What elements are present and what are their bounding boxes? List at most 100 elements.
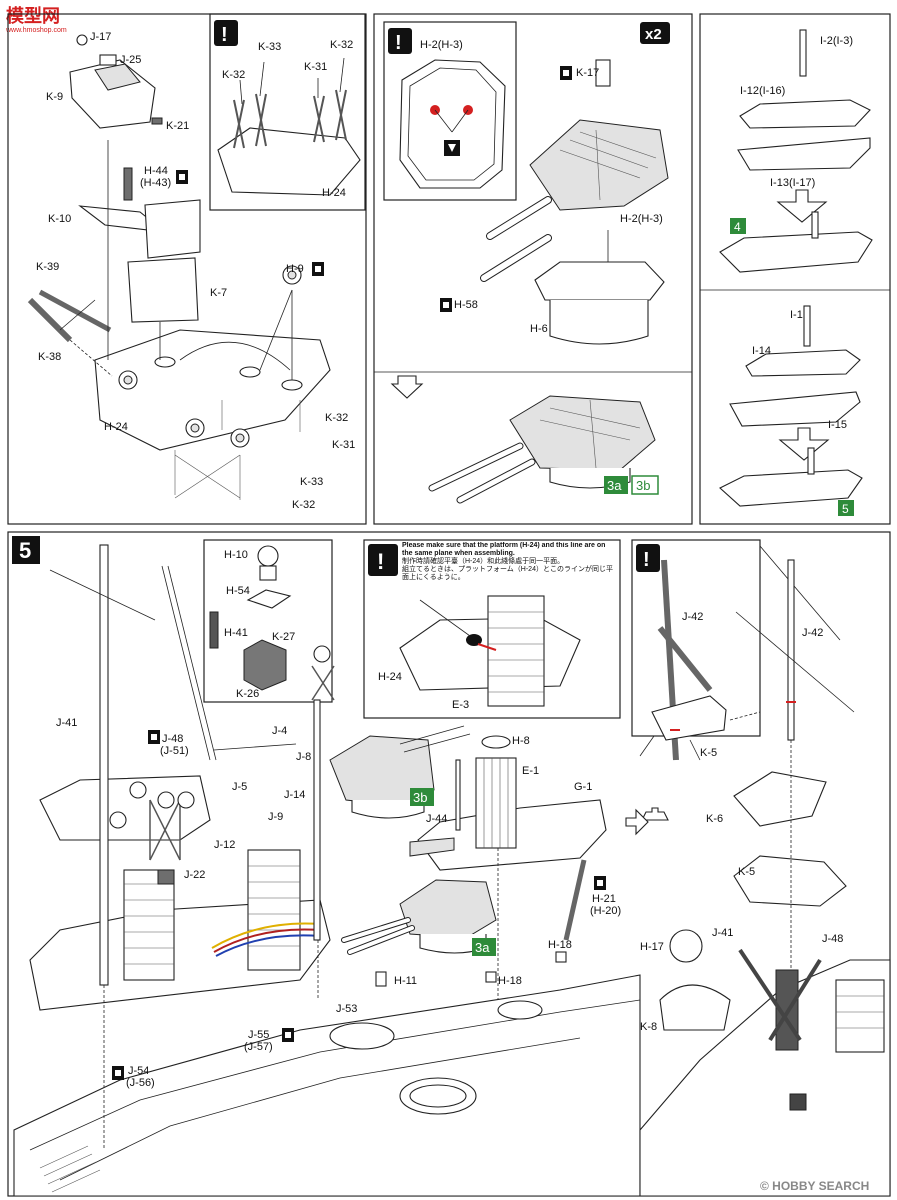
label-j4: J-4	[272, 725, 287, 737]
svg-text:3b: 3b	[413, 790, 427, 805]
label-i13: I-13(I-17)	[770, 177, 815, 189]
label-j8: J-8	[296, 751, 311, 763]
warning-note-ja: 組立てるときは、プラットフォーム（H-24）とこのラインが同じ平面上にくるように…	[402, 566, 613, 581]
watermark: © HOBBY SEARCH	[760, 1179, 869, 1193]
label-h11: H-11	[394, 975, 417, 987]
panel-bridge	[7, 13, 367, 525]
warning-note: Please make sure that the platform (H-24…	[402, 542, 613, 581]
label-h54: H-54	[226, 585, 250, 597]
label-g1: G-1	[574, 781, 592, 793]
glue-icon	[112, 1066, 124, 1080]
glue-icon	[440, 298, 452, 312]
label-j48: J-48	[822, 933, 843, 945]
tower-detail-art	[217, 57, 361, 196]
platform-detail-art	[399, 595, 581, 707]
turret-art	[390, 59, 669, 504]
label-k6: K-6	[706, 813, 723, 825]
detail-box-turret-top	[383, 21, 517, 201]
step-number-box	[12, 536, 40, 564]
glue-icon	[282, 1028, 294, 1042]
label-h18: H-18	[548, 939, 572, 951]
label-h58: H-58	[454, 299, 478, 311]
warning-note-zh: 制作時請確認平臺（H-24）和此綫條處于同一平面。	[402, 558, 565, 565]
label-k21: K-21	[166, 120, 189, 132]
label-k5: K-5	[700, 747, 717, 759]
label-j51: (J-51)	[160, 745, 189, 757]
badge-step4: 4	[730, 218, 746, 234]
label-k17: K-17	[576, 67, 599, 79]
label-j41: J-41	[56, 717, 77, 729]
warning-icon: !	[368, 544, 398, 576]
label-i15: I-15	[828, 419, 847, 431]
label-j17: J-17	[90, 31, 111, 43]
label-h43: (H-43)	[140, 177, 171, 189]
label-h10: H-10	[224, 549, 248, 561]
boats-art	[719, 29, 873, 507]
label-h24: H-24	[378, 671, 402, 683]
label-h2: H-2(H-3)	[420, 39, 463, 51]
label-h6: H-6	[530, 323, 548, 335]
svg-text:3b: 3b	[636, 478, 650, 493]
label-h24: H-24	[104, 421, 128, 433]
badge-3a: 3a	[604, 476, 628, 494]
detail-box-towers	[209, 13, 366, 211]
badge-3a-step5: 3a	[472, 938, 496, 956]
label-k27: K-27	[272, 631, 295, 643]
label-h24: H-24	[322, 187, 346, 199]
panel-boats	[699, 13, 891, 525]
quantity-badge: x2	[645, 26, 662, 43]
glue-icon	[594, 876, 606, 890]
quantity-badge-box	[640, 22, 670, 44]
svg-text:3a: 3a	[607, 478, 622, 493]
label-k10: K-10	[48, 213, 71, 225]
label-k32: K-32	[330, 39, 353, 51]
glue-icon	[148, 730, 160, 744]
label-k5: K-5	[738, 866, 755, 878]
svg-text:5: 5	[842, 502, 849, 516]
glue-icon	[312, 262, 324, 276]
warning-icon: !	[214, 20, 238, 46]
arrow-right-icon	[625, 808, 649, 836]
label-k9: K-9	[46, 91, 63, 103]
label-k39: K-39	[36, 261, 59, 273]
svg-text:4: 4	[734, 220, 741, 234]
logo-url: www.hmoshop.com	[5, 27, 67, 34]
glue-icon	[560, 66, 572, 80]
label-h44: H-44	[144, 165, 168, 177]
searchlight-detail-art	[209, 545, 335, 701]
label-i1: I-1	[790, 309, 803, 321]
label-i12: I-12(I-16)	[740, 85, 785, 97]
label-k26: K-26	[236, 688, 259, 700]
label-i14: I-14	[752, 345, 771, 357]
bridge-assembly-art	[27, 34, 331, 500]
label-k7: K-7	[210, 287, 227, 299]
svg-text:!: !	[221, 24, 228, 46]
badge-3b-step5: 3b	[410, 788, 434, 806]
label-e1: E-1	[522, 765, 539, 777]
svg-text:!: !	[643, 549, 650, 571]
label-j42: J-42	[682, 611, 703, 623]
label-h20: (H-20)	[590, 905, 621, 917]
label-h17: H-17	[640, 941, 664, 953]
label-j41: J-41	[712, 927, 733, 939]
svg-text:3a: 3a	[475, 940, 490, 955]
part-labels: J-17 J-25 K-9 K-21 H-44 (H-43) K-10 K-39…	[36, 31, 853, 1089]
label-j22: J-22	[184, 869, 205, 881]
step-number: 5	[19, 538, 31, 563]
label-h41: H-41	[224, 627, 248, 639]
svg-text:!: !	[377, 549, 384, 574]
warning-note-en: Please make sure that the platform (H-24…	[402, 542, 606, 557]
glue-icon	[176, 170, 188, 184]
label-k32: K-32	[222, 69, 245, 81]
label-j53: J-53	[336, 1003, 357, 1015]
svg-text:!: !	[395, 32, 402, 54]
badge-3b: 3b	[631, 475, 659, 495]
label-k31: K-31	[332, 439, 355, 451]
label-j25: J-25	[120, 54, 141, 66]
label-j42: J-42	[802, 627, 823, 639]
detail-box-mast	[631, 539, 761, 737]
label-j56: (J-56)	[126, 1077, 155, 1089]
label-j9: J-9	[268, 811, 283, 823]
